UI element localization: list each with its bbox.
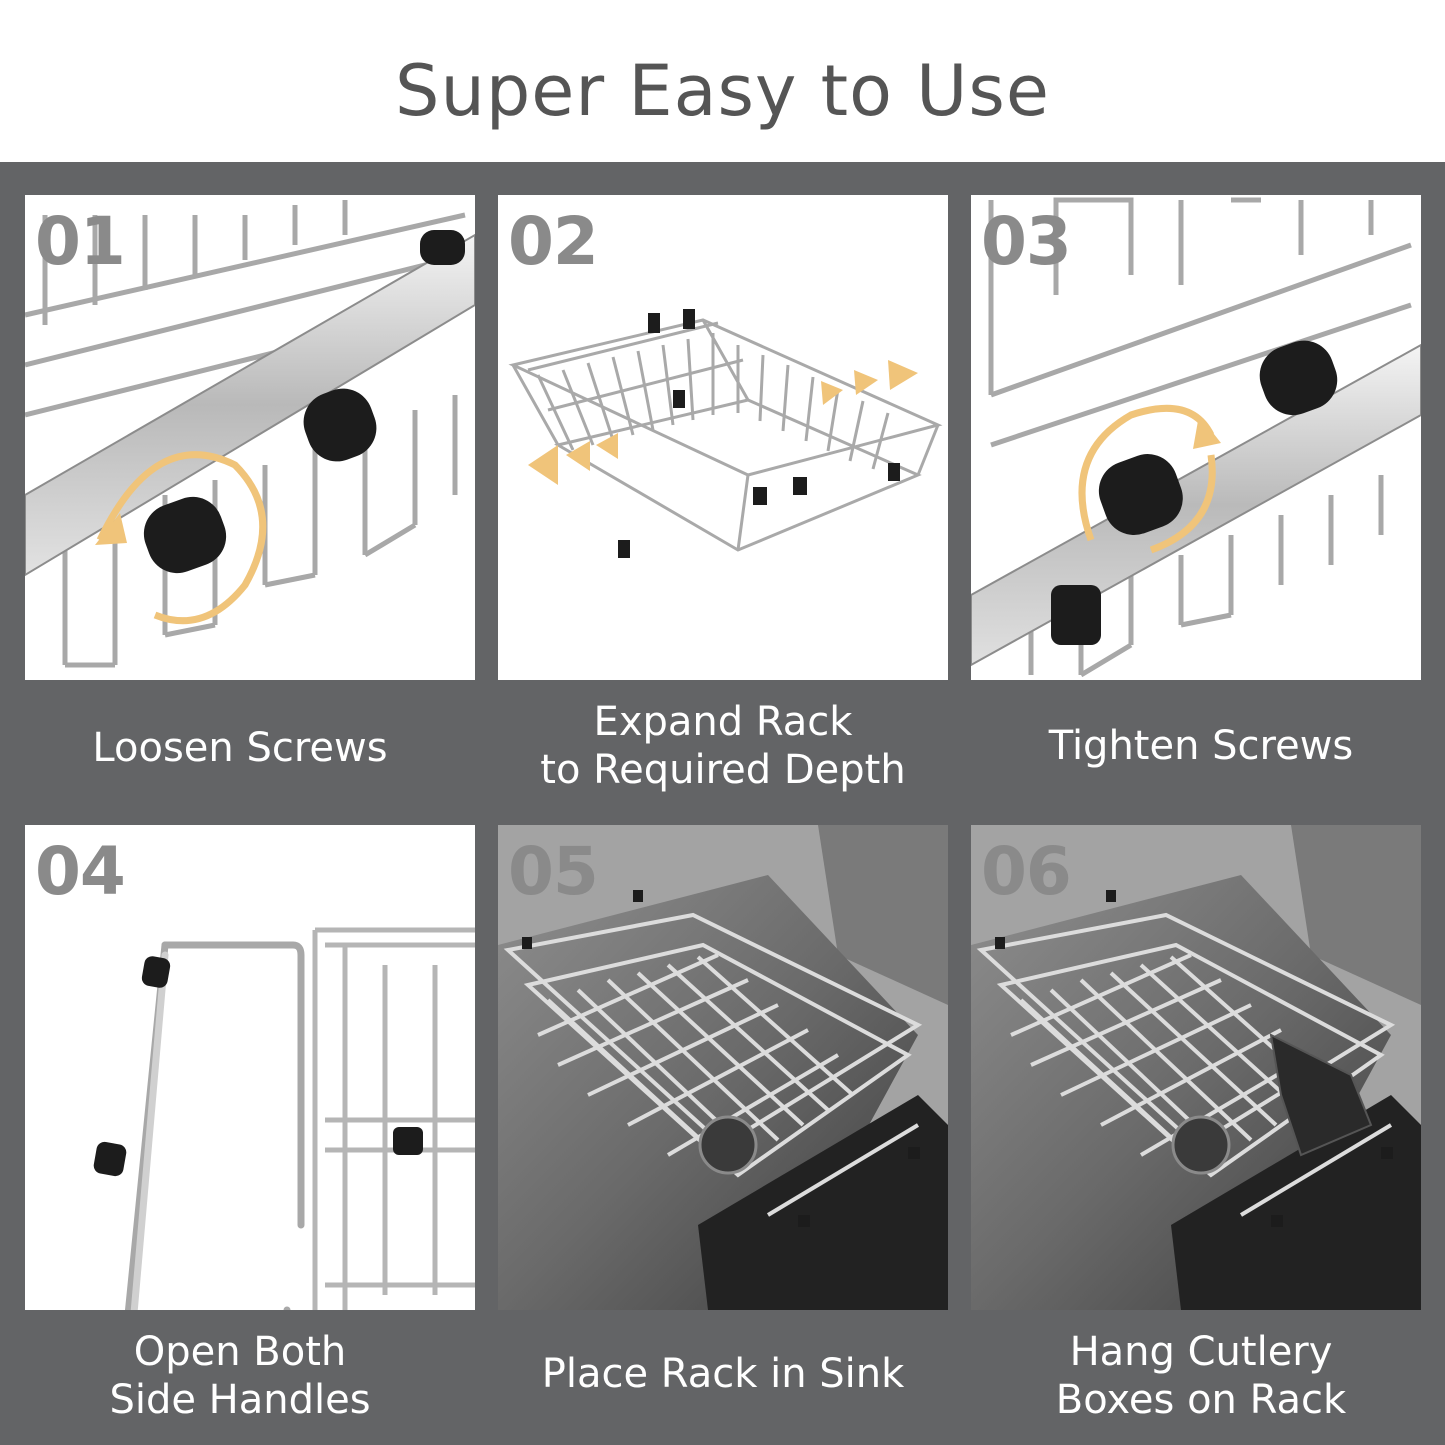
step-2-image: 02 [498, 195, 948, 680]
page-title: Super Easy to Use [395, 50, 1050, 132]
step-2-number: 02 [508, 203, 599, 280]
step-4-image: 04 [25, 825, 475, 1310]
step-3-image: 03 [971, 195, 1421, 680]
step-6-caption: Hang Cutlery Boxes on Rack [1055, 1329, 1347, 1423]
step-5-caption: Place Rack in Sink [541, 1351, 905, 1397]
step-1-caption: Loosen Screws [92, 725, 388, 771]
step-5-image: 05 [498, 825, 948, 1310]
step-2-caption: Expand Rack to Required Depth [540, 699, 906, 793]
step-3-caption: Tighten Screws [1048, 723, 1354, 769]
step-4-caption: Open Both Side Handles [109, 1329, 371, 1423]
step-3-number: 03 [981, 203, 1072, 280]
step-6-image: 06 [971, 825, 1421, 1310]
rack-handle-open-illustration [93, 927, 475, 1310]
rack-screw-tighten-illustration [971, 197, 1421, 678]
rack-expand-illustration [508, 309, 943, 558]
step-4-number: 04 [35, 833, 126, 910]
step-1-number: 01 [35, 203, 126, 280]
rack-with-cutlery-box-illustration [971, 825, 1421, 1310]
rack-screw-loosen-illustration [25, 200, 475, 668]
rack-in-sink-illustration [498, 825, 948, 1310]
step-1-image: 01 [25, 195, 475, 680]
step-5-number: 05 [508, 833, 599, 910]
step-6-number: 06 [981, 833, 1072, 910]
